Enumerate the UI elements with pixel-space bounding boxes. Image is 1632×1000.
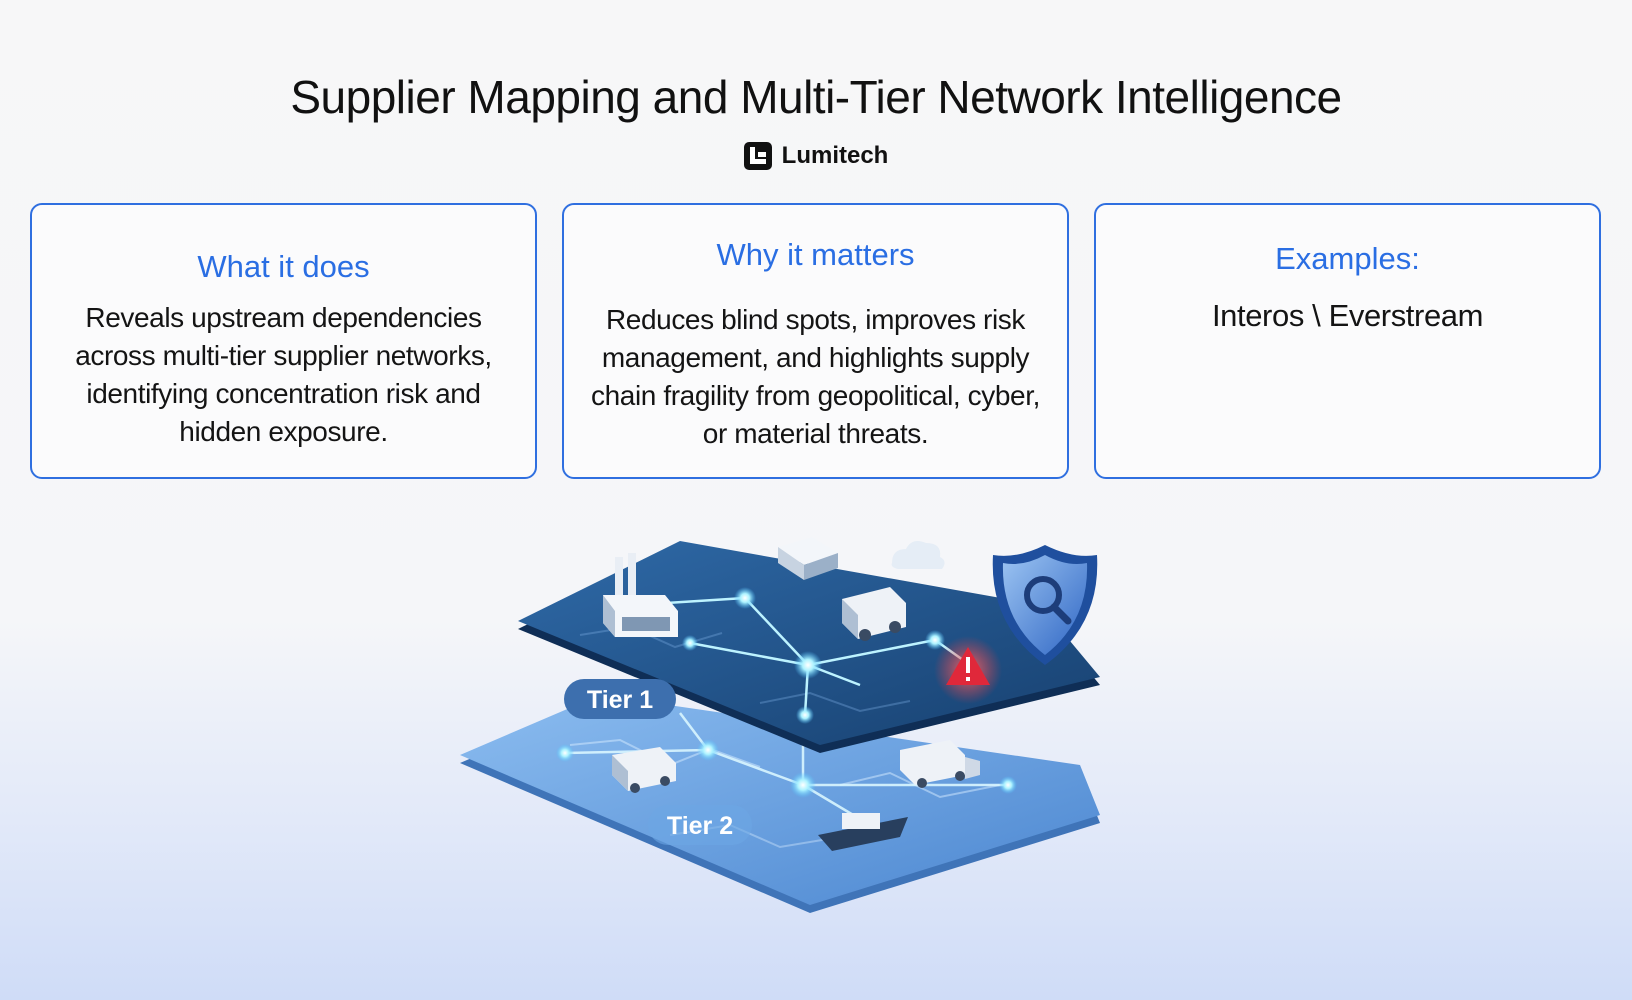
- shield-search-icon: [992, 545, 1098, 665]
- truck-icon: [842, 587, 906, 641]
- tier-2-nodes: [556, 739, 1017, 798]
- warehouse-icon: [778, 537, 838, 580]
- tier-2-label: Tier 2: [648, 805, 752, 845]
- delivery-truck-icon: [900, 740, 980, 788]
- card-heading: What it does: [197, 249, 370, 284]
- card-heading: Why it matters: [716, 237, 915, 272]
- brand: Lumitech: [0, 142, 1632, 170]
- card-body: Interos \ Everstream: [1211, 298, 1484, 333]
- ship-icon: [818, 813, 908, 851]
- card-body: Reduces blind spots, improves risk manag…: [591, 304, 1040, 449]
- examples-card: Examples: Interos \ Everstream: [1094, 203, 1601, 479]
- why-it-matters-card: Why it matters Reduces blind spots, impr…: [562, 203, 1069, 479]
- tier-2-text: Tier 2: [667, 812, 733, 840]
- tier-1-nodes: [682, 587, 945, 724]
- card-body: Reveals upstream dependencies across mul…: [75, 302, 492, 447]
- cloud-icon: [891, 541, 945, 569]
- card-heading: Examples:: [1275, 241, 1420, 276]
- warning-icon: [934, 636, 1002, 704]
- tier-network-illustration: Tier 1 Tier 2: [460, 537, 1100, 913]
- page-title: Supplier Mapping and Multi-Tier Network …: [290, 71, 1342, 123]
- tier-1-text: Tier 1: [587, 686, 653, 714]
- tier-1-label: Tier 1: [564, 679, 676, 719]
- what-it-does-card: What it does Reveals upstream dependenci…: [30, 203, 537, 479]
- lumitech-logo-icon: [743, 142, 772, 170]
- van-icon: [612, 747, 676, 793]
- factory-icon: [603, 553, 678, 637]
- brand-name: Lumitech: [781, 142, 889, 169]
